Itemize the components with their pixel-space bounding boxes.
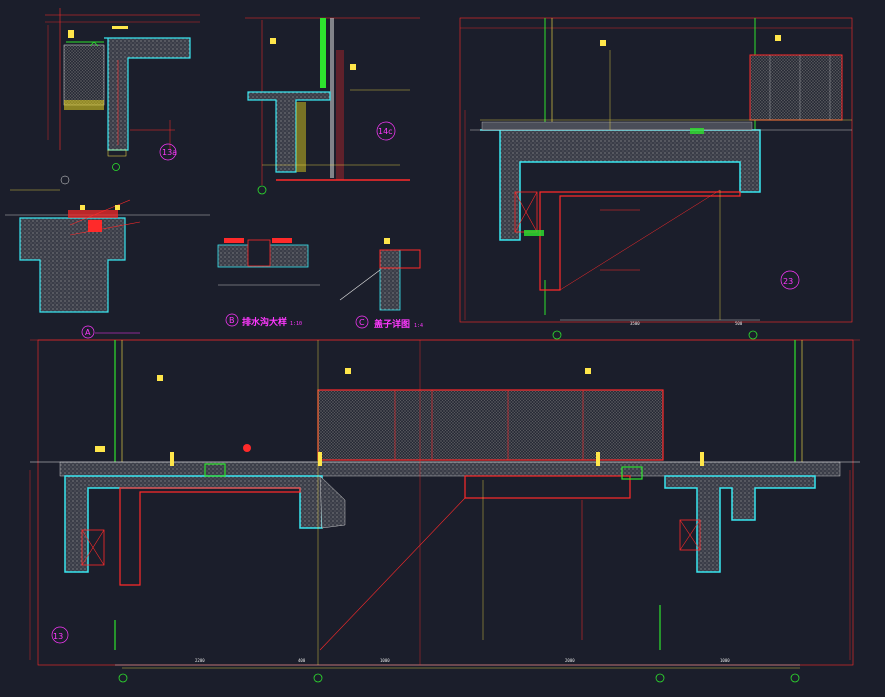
detail-b-letter: B [229, 316, 235, 325]
detail-14c-tag: 14c [378, 127, 393, 136]
detail-a: A [5, 175, 210, 339]
d23-dim-1: 3500 [630, 321, 640, 326]
detail-c-scale: 1:4 [414, 323, 423, 329]
detail-13-tag: 13 [53, 632, 63, 641]
detail-23-tag: 23 [783, 277, 793, 286]
detail-13: 2200 400 1000 2000 1000 13 [29, 339, 860, 683]
d13-dim-1: 2200 [195, 658, 205, 663]
d13-dim-3: 1000 [380, 658, 390, 663]
d13-dim-4: 2000 [565, 658, 575, 663]
detail-23: 3500 500 23 [459, 17, 853, 340]
d23-dim-2: 500 [735, 321, 743, 326]
detail-c: C 盖子详图 1:4 [339, 238, 423, 330]
detail-14c: 14c [245, 17, 420, 195]
detail-a-letter: A [85, 328, 91, 337]
detail-13a: 13a [45, 8, 200, 171]
d13-dim-2: 400 [298, 658, 306, 663]
detail-13a-tag: 13a [162, 148, 177, 157]
detail-b-scale: 1:10 [290, 321, 302, 327]
d13-dim-5: 1000 [720, 658, 730, 663]
detail-b: B 排水沟大样 1:10 [217, 238, 320, 328]
detail-c-title: 盖子详图 [374, 318, 410, 330]
detail-c-letter: C [359, 318, 365, 327]
detail-b-title: 排水沟大样 [242, 316, 287, 328]
